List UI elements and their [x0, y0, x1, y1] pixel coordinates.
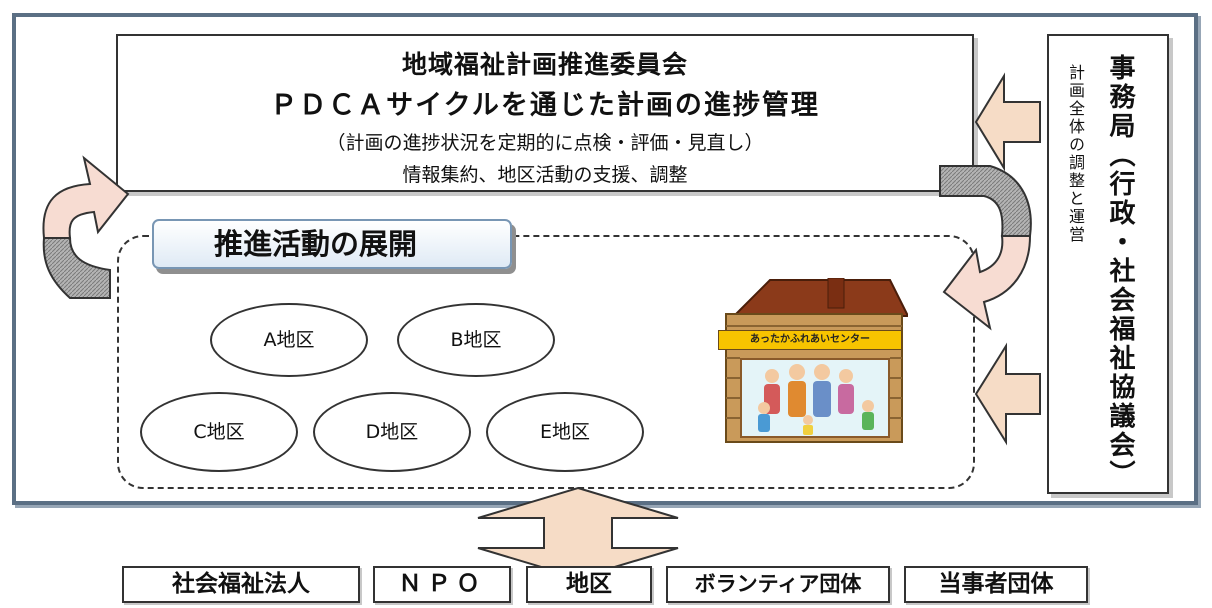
secretariat-to-committee-arrow — [974, 72, 1041, 172]
family-icon — [758, 364, 874, 435]
org-district: 地区 — [526, 566, 652, 603]
activity-area — [117, 235, 975, 489]
committee-subtitle: （計画の進捗状況を定期的に点検・評価・見直し） — [326, 132, 764, 154]
committee-box: 地域福祉計画推進委員会 ＰＤＣＡサイクルを通じた計画の進捗管理 （計画の進捗状況… — [116, 34, 974, 192]
org-social-welfare-corporation: 社会福祉法人 — [122, 566, 360, 603]
district-d: D地区 — [313, 392, 471, 472]
secretariat-title: 事務局（行政・社会福祉協議会） — [1105, 54, 1135, 489]
updown-double-arrow — [477, 486, 679, 580]
people-illustration — [740, 358, 890, 438]
district-c: C地区 — [140, 392, 298, 472]
committee-title: 地域福祉計画推進委員会 — [401, 50, 688, 79]
right-loop-arrow — [939, 165, 1032, 331]
org-volunteer-group: ボランティア団体 — [666, 566, 890, 603]
left-loop-arrow — [42, 155, 130, 299]
secretariat-to-activity-arrow — [974, 342, 1041, 446]
activity-label: 推進活動の展開 — [152, 219, 512, 269]
secretariat-subtitle: 計画全体の調整と運営 — [1066, 64, 1085, 244]
district-b: B地区 — [397, 303, 555, 377]
community-center: あったかふれあいセンター — [718, 278, 908, 443]
district-e: E地区 — [486, 392, 644, 472]
committee-pdca-text: ＰＤＣＡサイクルを通じた計画の進捗管理 — [270, 90, 820, 121]
secretariat-box: 事務局（行政・社会福祉協議会） 計画全体の調整と運営 — [1047, 34, 1169, 494]
committee-subtitle-2: 情報集約、地区活動の支援、調整 — [402, 164, 688, 186]
org-stakeholder-group: 当事者団体 — [904, 566, 1088, 603]
center-sign: あったかふれあいセンター — [718, 330, 902, 350]
district-a: A地区 — [210, 303, 368, 377]
org-npo: ＮＰＯ — [373, 566, 511, 603]
